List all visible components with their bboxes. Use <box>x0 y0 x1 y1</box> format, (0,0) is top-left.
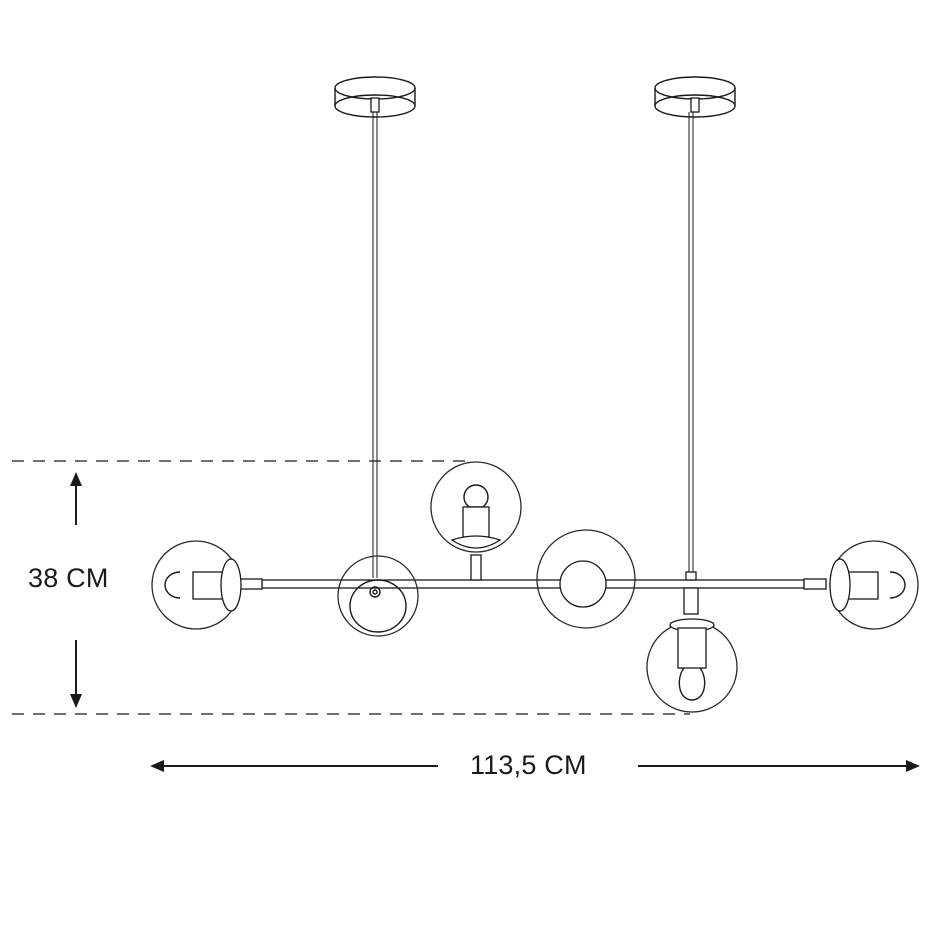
globe-shade-bottom-right <box>646 587 738 713</box>
width-arrow <box>150 760 920 772</box>
height-dimension-label: 38 CM <box>28 563 109 594</box>
suspension-rod-left <box>372 112 378 578</box>
globe-shade-far-right <box>829 540 919 630</box>
ceiling-canopy-right <box>654 76 736 118</box>
main-horizontal-bar <box>237 571 827 590</box>
globe-shade-left <box>337 555 419 637</box>
globe-shade-far-left <box>151 540 242 630</box>
globe-shade-center <box>536 529 636 629</box>
width-dimension-label: 113,5 CM <box>470 750 587 781</box>
ceiling-canopy-left <box>334 76 416 118</box>
globe-shade-top-center <box>430 461 522 581</box>
suspension-rod-right <box>688 112 694 578</box>
height-arrow <box>70 472 82 708</box>
